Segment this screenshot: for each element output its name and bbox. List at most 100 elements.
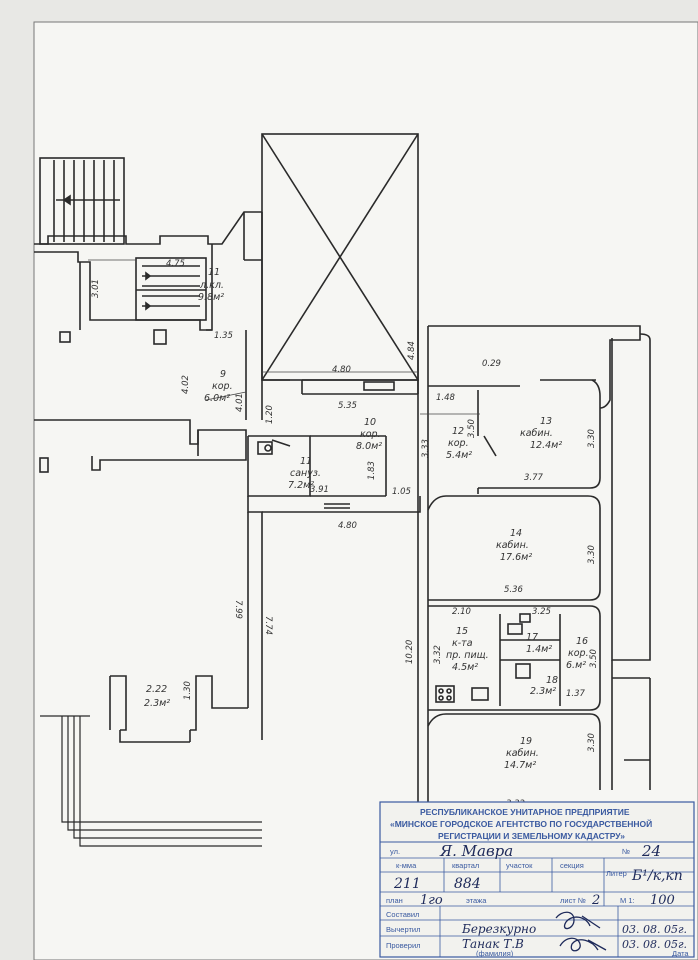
room-15-name: к-та — [452, 638, 473, 649]
room-15-area: 4.5м² — [452, 662, 478, 673]
room-19-area: 14.7м² — [504, 760, 536, 771]
room-12-name: кор. — [448, 438, 469, 449]
small-room-num: 2.22 — [146, 684, 167, 695]
room-12-area: 5.4м² — [446, 450, 472, 461]
kvartal-value: 211 — [393, 876, 421, 892]
street-label: ул. — [390, 847, 400, 856]
dim-27: 10.20 — [405, 640, 415, 664]
dim-15: 3.91 — [310, 485, 329, 495]
familia-label: (фамилия) — [476, 949, 514, 958]
dim-16: 1.05 — [392, 487, 411, 497]
dim-12: 3.50 — [467, 419, 477, 438]
litera-label: Литер — [606, 869, 627, 878]
dim-1: 4.75 — [166, 259, 185, 269]
kvartal2-label: квартал — [452, 861, 479, 870]
room-13-area: 12.4м² — [530, 440, 562, 451]
uchastok-label: участок — [506, 861, 533, 870]
litera-value: Б¹/к,кп — [631, 868, 683, 884]
sostavil-label: Составил — [386, 910, 419, 919]
room-17-area: 1.4м² — [526, 644, 552, 655]
proveril-date: 03. 08. 05г. — [622, 938, 687, 951]
room-11-area: 7.2м² — [288, 480, 314, 491]
dim-21: 5.36 — [504, 585, 524, 595]
sanuzel-room — [247, 435, 387, 497]
room-10-area: 8.0м² — [356, 441, 382, 452]
dim-24: 3.32 — [433, 645, 443, 664]
room-12-num: 12 — [452, 426, 464, 437]
small-room-area: 2.3м² — [144, 698, 170, 709]
room-19-num: 19 — [520, 736, 532, 747]
room-18-area: 2.3м² — [530, 686, 556, 697]
dim-29: 7.74 — [263, 616, 273, 635]
dim-4: 4.02 — [181, 375, 191, 394]
room-15-num: 15 — [456, 626, 468, 637]
room-14-area: 17.6м² — [500, 552, 532, 563]
dim-17: 4.80 — [338, 521, 357, 531]
room-13 — [428, 325, 641, 494]
room-14-num: 14 — [510, 528, 522, 539]
plan-value: 1го — [420, 893, 443, 908]
room-13-name: кабин. — [520, 428, 553, 439]
etazh-label: этажа — [466, 896, 487, 905]
room-18-num: 18 — [546, 675, 558, 686]
dim-9: 4.84 — [407, 341, 417, 360]
stair-area: 9.8м² — [198, 292, 224, 303]
stamp-org-line3: РЕГИСТРАЦИИ И ЗЕМЕЛЬНОМУ КАДАСТРУ» — [438, 831, 625, 841]
rooms-15-18 — [428, 605, 601, 711]
title-block: РЕСПУБЛИКАНСКОЕ УНИТАРНОЕ ПРЕДПРИЯТИЕ «М… — [379, 801, 695, 958]
stair-name: л.кл. — [199, 280, 224, 291]
dim-22: 2.10 — [452, 607, 471, 617]
dim-8: 5.35 — [338, 401, 357, 411]
room-10-num: 10 — [364, 417, 376, 428]
dim-10: 1.48 — [436, 393, 456, 403]
room-10-name: кор. — [360, 429, 381, 440]
dim-2: 3.01 — [91, 279, 101, 298]
vychertil-date: 03. 08. 05г. — [622, 923, 687, 936]
room-17-num: 17 — [526, 632, 538, 643]
dim-5: 4.01 — [235, 393, 245, 412]
dim-25: 3.50 — [589, 649, 599, 668]
vychertil-label: Вычертил — [386, 925, 420, 934]
signature-2 — [559, 937, 607, 952]
upper-stairs — [39, 157, 125, 245]
proveril-name: Танак Т.В — [462, 937, 524, 951]
room-11-num: 11 — [300, 456, 312, 467]
data-label: Дата — [672, 949, 689, 958]
scale-value: 100 — [650, 893, 675, 908]
stair-num: 11 — [208, 267, 220, 278]
dim-20: 3.30 — [587, 545, 597, 564]
dim-30: 1.30 — [183, 681, 193, 700]
dim-19: 3.30 — [587, 429, 597, 448]
stairwell-room — [135, 257, 207, 345]
room-13-num: 13 — [540, 416, 552, 427]
lower-boundary-lines — [40, 715, 262, 847]
number-value: 24 — [641, 842, 661, 860]
dim-6: 1.20 — [265, 405, 275, 424]
dim-14: 1.83 — [367, 461, 377, 480]
number-label: № — [622, 847, 630, 856]
room-11-name: сануз. — [290, 468, 321, 479]
stamp-org-line2: «МИНСКОЕ ГОРОДСКОЕ АГЕНТСТВО ПО ГОСУДАРС… — [390, 818, 652, 829]
room-16-area: 6.м² — [566, 660, 586, 671]
dim-11: 0.29 — [482, 359, 501, 369]
room-16-name: кор. — [568, 648, 589, 659]
plan-label: план — [386, 896, 403, 905]
dim-7: 4.80 — [332, 365, 351, 375]
room-9-area: 6.0м² — [204, 393, 230, 404]
kvartal2-value: 884 — [454, 876, 481, 892]
list-label: лист № — [560, 896, 586, 905]
room-16-num: 16 — [576, 636, 588, 647]
room-14-name: кабин. — [496, 540, 529, 551]
room-9-num: 9 — [220, 369, 226, 380]
dim-3: 1.35 — [214, 331, 233, 341]
dim-23: 3.25 — [532, 607, 551, 617]
stamp-org-line1: РЕСПУБЛИКАНСКОЕ УНИТАРНОЕ ПРЕДПРИЯТИЕ — [420, 807, 630, 817]
dim-13: 3.33 — [421, 439, 431, 458]
scale-label: М 1: — [620, 896, 635, 905]
room-9-name: кор. — [212, 381, 233, 392]
room-19 — [427, 713, 601, 790]
room-14 — [427, 495, 601, 601]
room-19-name: кабин. — [506, 748, 539, 759]
